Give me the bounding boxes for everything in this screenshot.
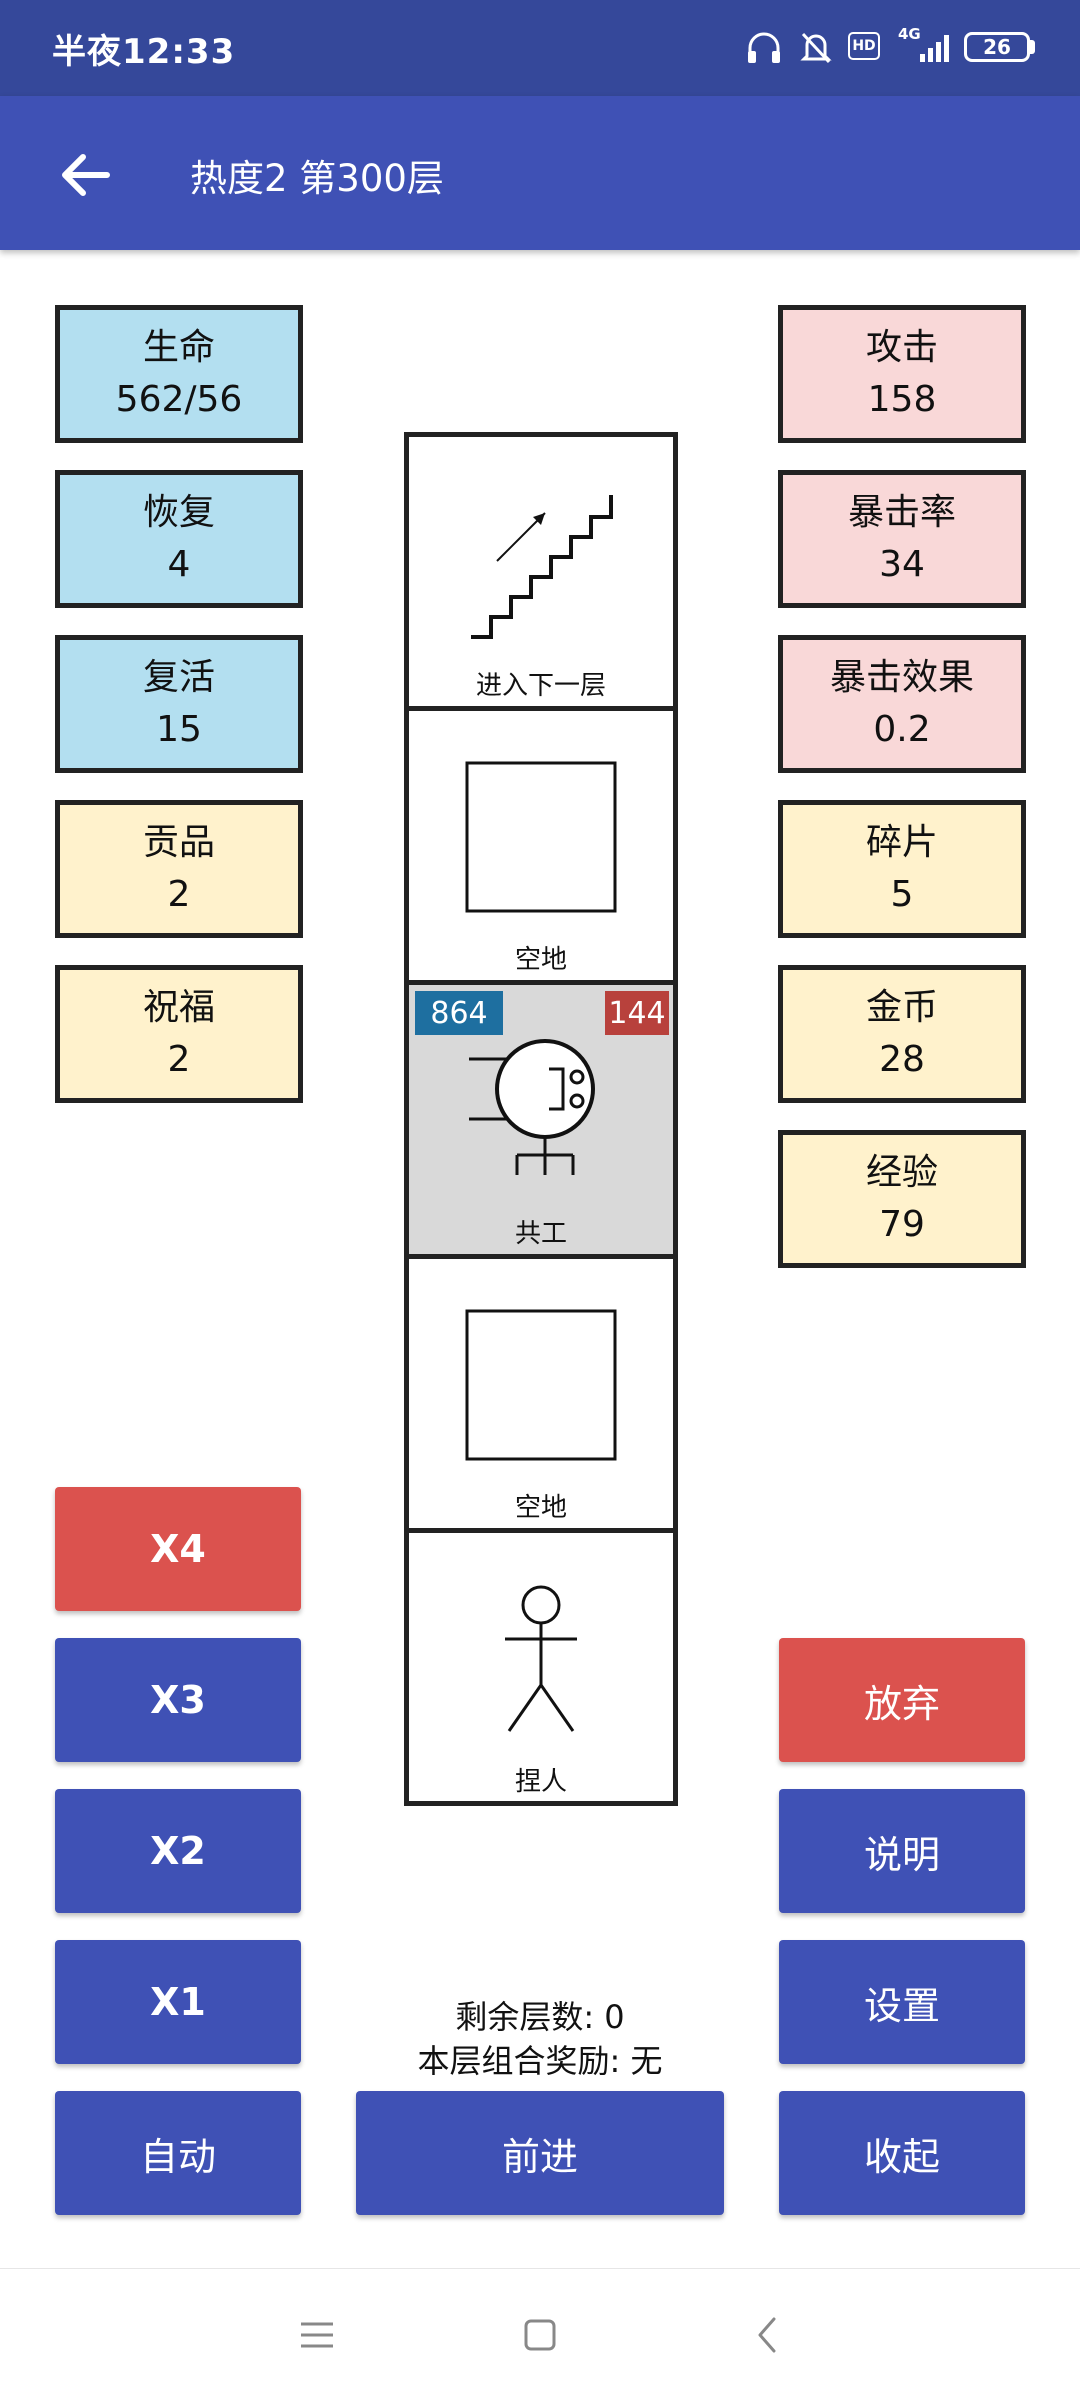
cell-label: 空地 [514,945,567,975]
stat-value: 5 [890,874,914,915]
cell-label: 空地 [514,1493,567,1523]
app-bar [0,96,1080,250]
stat-label: 复活 [142,657,215,698]
menu-nav-button[interactable] [282,2300,352,2370]
stat-label: 贡品 [142,822,215,863]
stat-hp: 生命 562/56 [55,305,303,443]
navigation-bar [0,2268,1080,2400]
stat-label: 攻击 [865,327,938,368]
network-type: 4G [898,25,921,43]
status-bar [0,0,1080,96]
stat-label: 恢复 [142,492,215,533]
stat-tribute: 贡品 2 [55,800,303,938]
cell-label: 共工 [514,1219,567,1249]
monster-attack-badge: 144 [605,991,669,1035]
stat-shards: 碎片 5 [778,800,1026,938]
bell-off-icon [796,28,836,68]
auto-button[interactable]: 自动 [55,2091,301,2215]
tower-cell-stairs[interactable]: 进入下一层 [409,437,673,711]
stairs-icon [471,495,613,639]
combo-reward-text: 本层组合奖励: 无 [417,2042,663,2080]
stat-value: 562/56 [115,379,243,420]
stat-value: 15 [156,709,202,750]
tower-cell-empty[interactable]: 空地 [409,711,673,985]
stat-value: 2 [167,874,191,915]
stat-label: 金币 [865,987,938,1028]
remaining-floors-text: 剩余层数: 0 [455,1998,625,2036]
speed-x1-button[interactable]: X1 [55,1940,301,2064]
back-nav-button[interactable] [732,2300,802,2370]
advance-button[interactable]: 前进 [356,2091,724,2215]
tower: 进入下一层 空地 864 144 共工 空地 [404,432,678,1806]
give-up-button[interactable]: 放弃 [779,1638,1025,1762]
tower-cell-empty[interactable]: 空地 [409,1259,673,1533]
cell-label: 捏人 [514,1767,567,1797]
stick-figure-icon [505,1585,577,1732]
collapse-button[interactable]: 收起 [779,2091,1025,2215]
stat-revive: 复活 15 [55,635,303,773]
speed-x3-button[interactable]: X3 [55,1638,301,1762]
square-icon [465,761,617,913]
stat-label: 祝福 [142,987,215,1028]
arrow-left-icon [62,154,110,196]
hd-icon: HD [848,32,880,60]
stat-label: 暴击率 [847,492,956,533]
stat-regen: 恢复 4 [55,470,303,608]
stat-label: 经验 [865,1152,938,1193]
home-nav-button[interactable] [505,2300,575,2370]
cell-label: 进入下一层 [475,671,606,701]
back-button[interactable] [40,130,130,220]
headphones-icon [742,28,786,68]
stat-value: 2 [167,1039,191,1080]
stat-gold: 金币 28 [778,965,1026,1103]
battery-tip [1030,40,1035,54]
stat-crit-rate: 暴击率 34 [778,470,1026,608]
signal-icon [916,28,956,68]
stat-value: 158 [867,379,937,420]
settings-button[interactable]: 设置 [779,1940,1025,2064]
help-button[interactable]: 说明 [779,1789,1025,1913]
tower-cell-player[interactable]: 捏人 [409,1533,673,1807]
menu-icon [301,2322,333,2348]
monster-hp-badge: 864 [415,991,503,1035]
stat-value: 79 [879,1204,925,1245]
stat-attack: 攻击 158 [778,305,1026,443]
chevron-left-icon [758,2317,776,2353]
square-icon [465,1309,617,1461]
status-time: 半夜12:33 [52,32,236,72]
page-title: 热度2 第300层 [190,157,444,200]
stat-crit-effect: 暴击效果 0.2 [778,635,1026,773]
stat-value: 34 [879,544,925,585]
speed-x4-button[interactable]: X4 [55,1487,301,1611]
stat-label: 暴击效果 [829,657,974,698]
stat-label: 生命 [142,327,215,368]
battery-icon: 26 [964,32,1030,62]
tower-cell-monster[interactable]: 864 144 共工 [409,985,673,1259]
stat-blessing: 祝福 2 [55,965,303,1103]
stat-value: 0.2 [873,709,931,750]
stat-value: 28 [879,1039,925,1080]
stat-label: 碎片 [865,822,938,863]
speed-x2-button[interactable]: X2 [55,1789,301,1913]
home-square-icon [524,2319,556,2351]
stat-value: 4 [167,544,191,585]
monster-icon [469,1039,595,1175]
stat-exp: 经验 79 [778,1130,1026,1268]
